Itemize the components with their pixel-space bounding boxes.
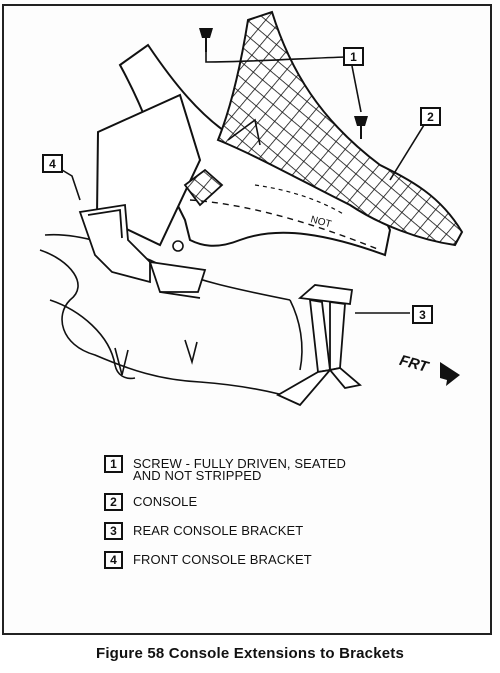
callout-2: 2: [420, 107, 441, 126]
svg-text:NOT: NOT: [309, 214, 332, 230]
front-direction-arrow-icon: [440, 362, 460, 386]
legend-number: 3: [104, 522, 123, 540]
figure-caption: Figure 58 Console Extensions to Brackets: [95, 645, 405, 662]
legend-number: 2: [104, 493, 123, 511]
callout-1: 1: [343, 47, 364, 66]
legend-item: 4 FRONT CONSOLE BRACKET: [104, 551, 434, 569]
legend-text: FRONT CONSOLE BRACKET: [133, 552, 312, 567]
front-console-bracket: [78, 203, 207, 299]
legend-number: 4: [104, 551, 123, 569]
screw-bracket: [172, 240, 184, 252]
legend-text: REAR CONSOLE BRACKET: [133, 523, 304, 538]
legend: 1 SCREW - FULLY DRIVEN, SEATED AND NOT S…: [104, 455, 434, 580]
floor-carpet: [39, 233, 303, 401]
legend-number: 1: [104, 455, 123, 473]
legend-item: 1 SCREW - FULLY DRIVEN, SEATED AND NOT S…: [104, 455, 434, 482]
leader-lines: [61, 52, 425, 314]
callout-4: 4: [42, 154, 63, 173]
console-extension: [216, 10, 464, 247]
legend-item: 2 CONSOLE: [104, 493, 434, 511]
rear-console-bracket: [276, 284, 362, 407]
legend-item: 3 REAR CONSOLE BRACKET: [104, 522, 434, 540]
console-illustration: NOT: [39, 10, 464, 407]
callout-3: 3: [412, 305, 433, 324]
legend-text: SCREW - FULLY DRIVEN, SEATED AND NOT STR…: [133, 456, 347, 483]
screw-right: [354, 116, 368, 139]
legend-text: CONSOLE: [133, 494, 198, 509]
screw-top: [199, 28, 213, 52]
